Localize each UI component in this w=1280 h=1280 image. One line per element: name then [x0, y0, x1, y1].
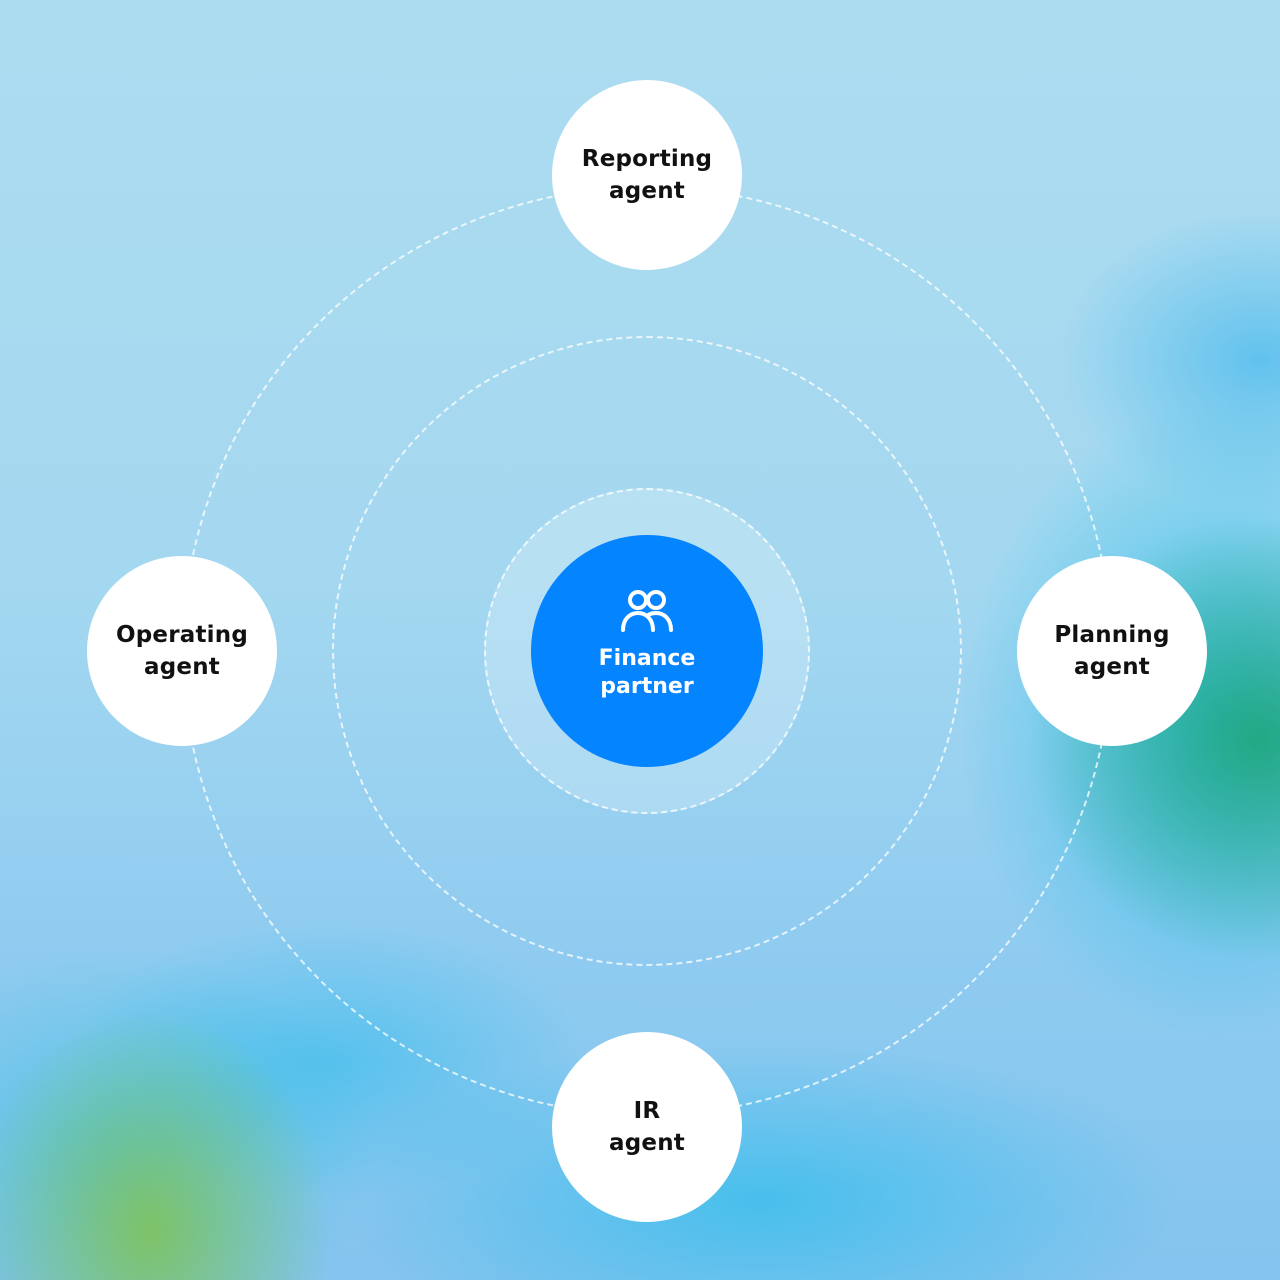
ir-agent-node: IR agent [552, 1032, 742, 1222]
operating-agent-label: Operating agent [116, 622, 248, 680]
people-icon [621, 590, 673, 632]
finance-partner-node: Finance partner [531, 535, 763, 767]
planning-agent-label: Planning agent [1054, 622, 1170, 680]
planning-agent-node: Planning agent [1017, 556, 1207, 746]
reporting-agent-label: Reporting agent [581, 146, 713, 204]
operating-agent-node: Operating agent [87, 556, 277, 746]
reporting-agent-node: Reporting agent [552, 80, 742, 270]
ir-agent-label: IR agent [609, 1098, 685, 1156]
finance-partner-label: Finance partner [598, 646, 696, 699]
middle-orbit-ring [332, 336, 962, 966]
